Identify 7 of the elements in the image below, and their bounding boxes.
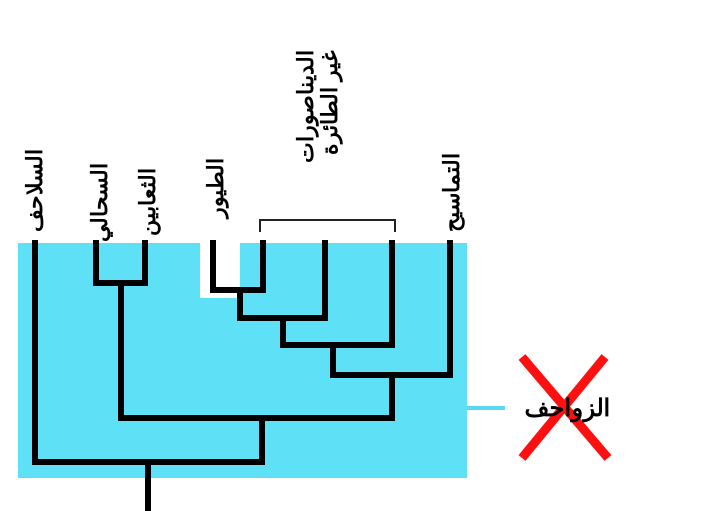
taxon-label: السحالي xyxy=(88,163,112,242)
taxon-label: الديناصورات غير الطائرة xyxy=(294,50,342,165)
taxon-label: السلاحف xyxy=(23,149,47,232)
taxon-label: التماسيح xyxy=(440,153,464,232)
taxon-label: الثعابين xyxy=(136,168,160,236)
leader-line xyxy=(467,406,505,410)
taxon-label: الطيور xyxy=(204,158,228,218)
